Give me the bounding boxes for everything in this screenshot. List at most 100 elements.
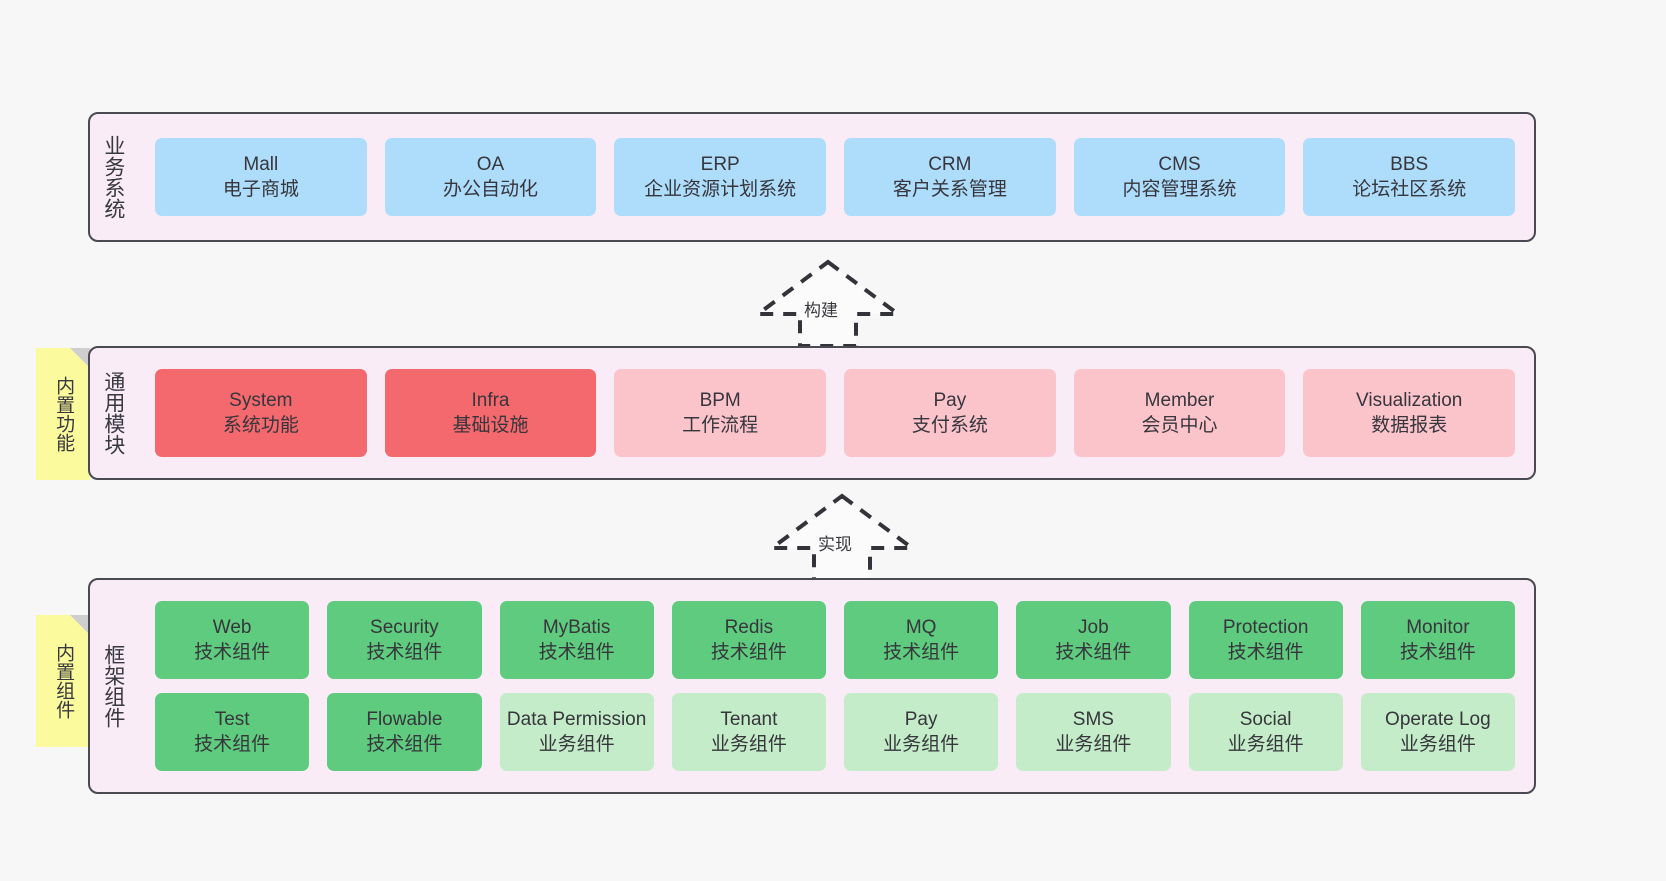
card-subtitle: 技术组件: [366, 734, 443, 755]
card-flowable[interactable]: Flowable 技术组件: [327, 693, 482, 771]
card-title: Visualization: [1356, 389, 1463, 411]
card-title: MyBatis: [542, 616, 611, 638]
card-mq[interactable]: MQ 技术组件: [844, 601, 999, 679]
card-subtitle: 办公自动化: [443, 179, 539, 200]
card-job[interactable]: Job 技术组件: [1016, 601, 1171, 679]
card-web[interactable]: Web 技术组件: [155, 601, 310, 679]
layer-body-business-system: Mall 电子商城 OA 办公自动化 ERP 企业资源计划系统 CRM 客户关系…: [136, 114, 1534, 240]
card-mybatis[interactable]: MyBatis 技术组件: [499, 601, 654, 679]
layer-body-framework-component: Web 技术组件 Security 技术组件 MyBatis 技术组件 Redi…: [136, 580, 1534, 792]
card-subtitle: 会员中心: [1141, 415, 1218, 436]
card-redis[interactable]: Redis 技术组件: [671, 601, 826, 679]
card-title: Operate Log: [1385, 708, 1491, 730]
layer-common-module: 通用模块 System 系统功能 Infra 基础设施 BPM 工作流程 Pay…: [88, 346, 1536, 480]
card-subtitle: 业务组件: [538, 734, 615, 755]
card-subtitle: 支付系统: [911, 415, 988, 436]
card-title: Security: [370, 616, 439, 638]
note-fold-corner: [70, 348, 90, 368]
card-subtitle: 业务组件: [883, 734, 960, 755]
card-subtitle: 技术组件: [1227, 642, 1304, 663]
card-title: Tenant: [720, 708, 778, 730]
card-subtitle: 技术组件: [883, 642, 960, 663]
connector-build: 构建: [751, 258, 905, 348]
card-title: BBS: [1390, 153, 1429, 175]
note-builtin-component: 内置组件: [36, 615, 90, 747]
card-title: Test: [214, 708, 250, 730]
card-test[interactable]: Test 技术组件: [155, 693, 310, 771]
card-title: ERP: [700, 153, 740, 175]
card-pay-module[interactable]: Pay 支付系统: [844, 369, 1056, 457]
card-title: CRM: [928, 153, 972, 175]
card-subtitle: 技术组件: [1055, 642, 1132, 663]
card-title: Protection: [1222, 616, 1309, 638]
card-mall[interactable]: Mall 电子商城: [155, 138, 367, 216]
card-data-permission[interactable]: Data Permission 业务组件: [499, 693, 654, 771]
card-subtitle: 技术组件: [710, 642, 787, 663]
card-title: Flowable: [366, 708, 443, 730]
note-label: 内置组件: [53, 643, 75, 719]
framework-row-business: Test 技术组件 Flowable 技术组件 Data Permission …: [146, 693, 1524, 771]
card-subtitle: 技术组件: [194, 642, 271, 663]
layer-framework-component: 框架组件 Web 技术组件 Security 技术组件 MyBatis 技术组件…: [88, 578, 1536, 794]
layer-title-common-module: 通用模块: [101, 371, 125, 455]
card-member[interactable]: Member 会员中心: [1073, 369, 1286, 457]
framework-row-tech: Web 技术组件 Security 技术组件 MyBatis 技术组件 Redi…: [146, 601, 1524, 679]
card-subtitle: 电子商城: [222, 179, 299, 200]
card-social[interactable]: Social 业务组件: [1188, 693, 1343, 771]
connector-build-label: 构建: [804, 301, 838, 320]
card-bbs[interactable]: BBS 论坛社区系统: [1303, 138, 1516, 216]
card-title: CMS: [1158, 153, 1201, 175]
card-title: Pay: [933, 389, 967, 411]
card-title: Infra: [471, 389, 510, 411]
layer-body-common-module: System 系统功能 Infra 基础设施 BPM 工作流程 Pay 支付系统…: [136, 348, 1534, 478]
layer-title-framework-component: 框架组件: [101, 644, 125, 728]
note-fold-corner: [70, 615, 90, 635]
card-title: System: [229, 389, 293, 411]
card-crm[interactable]: CRM 客户关系管理: [844, 138, 1056, 216]
card-title: OA: [476, 153, 505, 175]
card-subtitle: 技术组件: [366, 642, 443, 663]
connector-implement-label: 实现: [818, 535, 852, 554]
card-subtitle: 业务组件: [1227, 734, 1304, 755]
card-cms[interactable]: CMS 内容管理系统: [1073, 138, 1286, 216]
card-subtitle: 工作流程: [682, 415, 759, 436]
layer-title-business-system: 业务系统: [101, 135, 125, 219]
card-title: Mall: [243, 153, 279, 175]
card-title: Member: [1144, 389, 1215, 411]
card-title: SMS: [1072, 708, 1114, 730]
card-subtitle: 技术组件: [538, 642, 615, 663]
card-operate-log[interactable]: Operate Log 业务组件: [1360, 693, 1515, 771]
card-subtitle: 数据报表: [1371, 415, 1448, 436]
card-title: BPM: [699, 389, 741, 411]
card-title: Pay: [904, 708, 938, 730]
card-title: Redis: [724, 616, 774, 638]
card-oa[interactable]: OA 办公自动化: [384, 138, 597, 216]
layer-business-system: 业务系统 Mall 电子商城 OA 办公自动化 ERP 企业资源计划系统 CRM…: [88, 112, 1536, 242]
card-title: Monitor: [1406, 616, 1470, 638]
card-security[interactable]: Security 技术组件: [327, 601, 482, 679]
note-label: 内置功能: [53, 376, 75, 452]
note-builtin-function: 内置功能: [36, 348, 90, 480]
card-title: Social: [1239, 708, 1292, 730]
card-tenant[interactable]: Tenant 业务组件: [671, 693, 826, 771]
card-title: MQ: [905, 616, 937, 638]
card-bpm[interactable]: BPM 工作流程: [614, 369, 827, 457]
card-visualization[interactable]: Visualization 数据报表: [1303, 369, 1516, 457]
card-subtitle: 系统功能: [222, 415, 299, 436]
card-protection[interactable]: Protection 技术组件: [1188, 601, 1343, 679]
card-system[interactable]: System 系统功能: [155, 369, 367, 457]
card-pay-component[interactable]: Pay 业务组件: [844, 693, 999, 771]
card-title: Web: [212, 616, 252, 638]
card-subtitle: 企业资源计划系统: [644, 179, 797, 200]
card-erp[interactable]: ERP 企业资源计划系统: [614, 138, 827, 216]
connector-implement: 实现: [765, 492, 919, 582]
card-title: Job: [1078, 616, 1109, 638]
card-monitor[interactable]: Monitor 技术组件: [1360, 601, 1515, 679]
card-subtitle: 基础设施: [452, 415, 529, 436]
card-sms[interactable]: SMS 业务组件: [1016, 693, 1171, 771]
card-infra[interactable]: Infra 基础设施: [384, 369, 597, 457]
card-subtitle: 论坛社区系统: [1352, 179, 1467, 200]
card-subtitle: 业务组件: [710, 734, 787, 755]
card-subtitle: 客户关系管理: [892, 179, 1007, 200]
